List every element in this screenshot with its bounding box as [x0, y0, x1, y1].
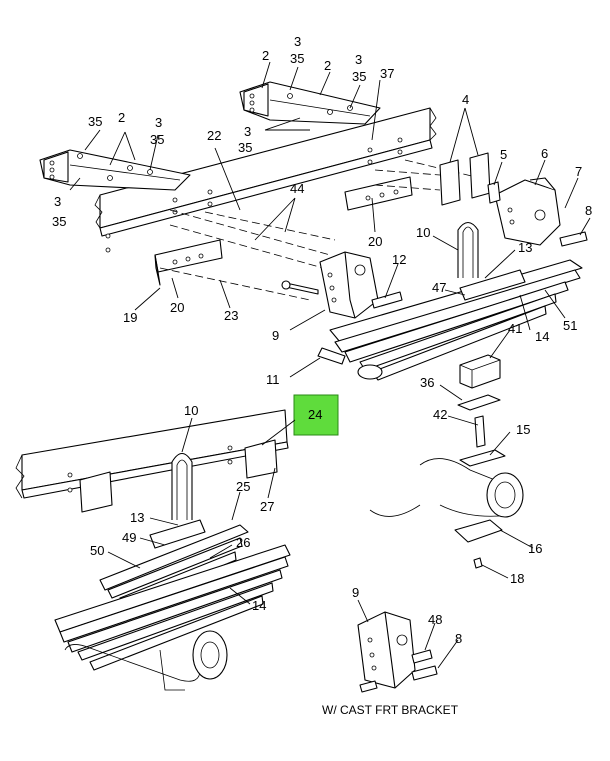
callout-4: 4: [462, 92, 469, 107]
callout-35: 35: [52, 214, 66, 229]
callout-23: 23: [224, 308, 238, 323]
upper-frame-rail: [94, 107, 437, 253]
callout-41: 41: [508, 321, 522, 336]
callout-10: 10: [416, 225, 430, 240]
crossmember-left: [39, 149, 191, 191]
callout-8: 8: [585, 203, 592, 218]
callout-labels: 2 3 35 2 3 35 37 35 2 3 35 3 35 3 35 22 …: [52, 34, 592, 646]
callout-14: 14: [252, 598, 266, 613]
callout-3: 3: [355, 52, 362, 67]
callout-7: 7: [575, 164, 582, 179]
callout-26: 26: [236, 535, 250, 550]
callout-13: 13: [130, 510, 144, 525]
callout-27: 27: [260, 499, 274, 514]
cast-front-bracket-inset: [357, 611, 438, 693]
callout-3: 3: [244, 124, 251, 139]
callout-9: 9: [272, 328, 279, 343]
callout-15: 15: [516, 422, 530, 437]
callout-2: 2: [262, 48, 269, 63]
callout-35: 35: [150, 132, 164, 147]
crossmember-right: [239, 81, 381, 125]
rear-hanger-bracket: [494, 177, 561, 246]
callout-35: 35: [88, 114, 102, 129]
callout-24: 24: [308, 407, 322, 422]
callout-13: 13: [518, 240, 532, 255]
upper-leaf-spring: [329, 259, 583, 381]
callout-42: 42: [433, 407, 447, 422]
inset-caption: W/ CAST FRT BRACKET: [322, 703, 459, 717]
lower-main-spring: [54, 544, 291, 671]
callout-8: 8: [455, 631, 462, 646]
callout-48: 48: [428, 612, 442, 627]
lower-helper-spring: [99, 519, 249, 607]
callout-35: 35: [238, 140, 252, 155]
callout-3: 3: [294, 34, 301, 49]
callout-37: 37: [380, 66, 394, 81]
callout-19: 19: [123, 310, 137, 325]
callout-35: 35: [352, 69, 366, 84]
callout-14: 14: [535, 329, 549, 344]
callout-16: 16: [528, 541, 542, 556]
callout-11: 11: [266, 372, 280, 387]
callout-9: 9: [352, 585, 359, 600]
callout-44: 44: [290, 181, 304, 196]
callout-36: 36: [420, 375, 434, 390]
callout-35: 35: [290, 51, 304, 66]
callout-20: 20: [170, 300, 184, 315]
callout-49: 49: [122, 530, 136, 545]
bracket-20-left: [154, 239, 223, 286]
callout-5: 5: [500, 147, 507, 162]
callout-12: 12: [392, 252, 406, 267]
highlight-box-24[interactable]: [293, 394, 339, 436]
callout-2: 2: [324, 58, 331, 73]
callout-51: 51: [563, 318, 577, 333]
callout-6: 6: [541, 146, 548, 161]
callout-3: 3: [155, 115, 162, 130]
leader-lines: [69, 61, 591, 669]
front-hanger-bracket: [319, 251, 379, 319]
callout-22: 22: [207, 128, 221, 143]
callout-47: 47: [432, 280, 446, 295]
callout-50: 50: [90, 543, 104, 558]
callout-20: 20: [368, 234, 382, 249]
callout-18: 18: [510, 571, 524, 586]
callout-3: 3: [54, 194, 61, 209]
callout-10: 10: [184, 403, 198, 418]
callout-2: 2: [118, 110, 125, 125]
bracket-20-right: [344, 176, 413, 211]
callout-25: 25: [236, 479, 250, 494]
